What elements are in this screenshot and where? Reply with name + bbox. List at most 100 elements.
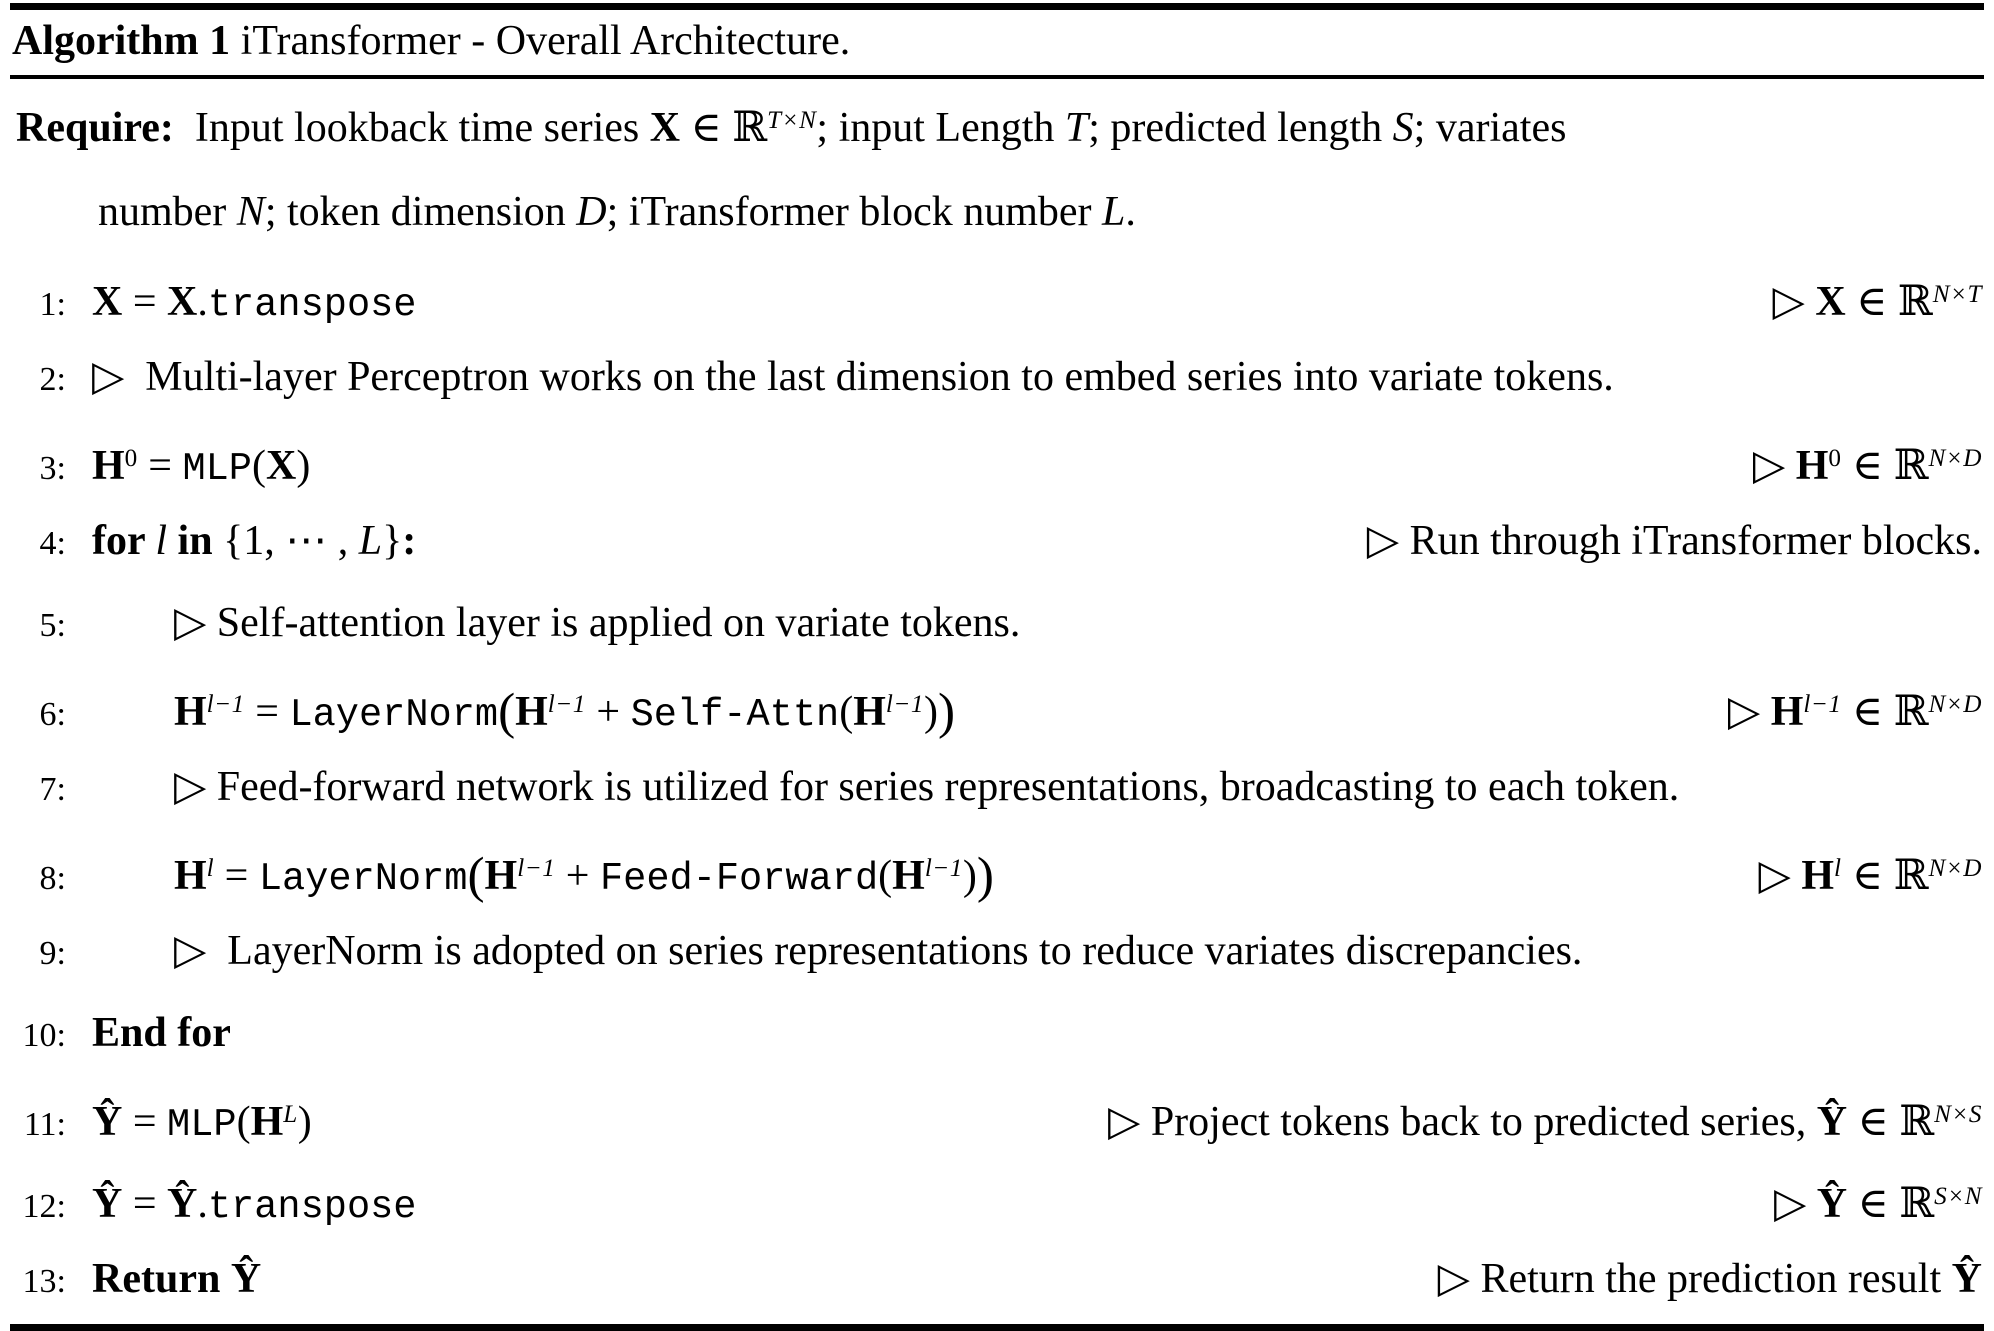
- text-segment: LayerNorm: [258, 857, 468, 902]
- line-code: ▷ Feed-forward network is utilized for s…: [66, 746, 1679, 828]
- text-segment: ; variates: [1413, 105, 1567, 152]
- text-segment: H: [1770, 689, 1804, 736]
- text-segment: H: [174, 689, 207, 736]
- text-segment: .: [197, 279, 208, 326]
- text-segment: Ŷ: [92, 1099, 123, 1146]
- text-segment: N×T: [1932, 281, 1982, 309]
- algorithm-line: 12:Ŷ = Ŷ.transpose▷ Ŷ ∈ ℝS×N: [10, 1156, 1984, 1238]
- text-segment: ∈ ℝ: [1841, 443, 1929, 490]
- text-segment: ∈ ℝ: [1847, 1181, 1935, 1228]
- text-segment: X: [649, 105, 681, 152]
- algorithm-title: Algorithm 1 iTransformer - Overall Archi…: [10, 10, 1984, 75]
- text-segment: .: [197, 1181, 208, 1228]
- text-segment: Ŷ: [1816, 1181, 1848, 1228]
- text-segment: H: [853, 689, 886, 736]
- line-code: Ŷ = MLP(HL): [66, 1074, 312, 1166]
- text-segment: l: [1834, 855, 1842, 883]
- line-number: 2:: [39, 361, 66, 399]
- text-segment: l−1: [206, 691, 245, 719]
- text-segment: transpose: [207, 283, 417, 328]
- line-comment: ▷ Return the prediction result Ŷ: [1438, 1238, 1984, 1320]
- line-code: ▷ Self-attention layer is applied on var…: [66, 582, 1020, 664]
- line-comment: ▷ Run through iTransformer blocks.: [1367, 500, 1984, 582]
- algorithm-line: 7:▷ Feed-forward network is utilized for…: [10, 746, 1984, 828]
- text-segment: H: [484, 853, 518, 900]
- bottom-rule: [10, 1324, 1984, 1331]
- text-segment: ▷ Project tokens back to predicted serie…: [1108, 1099, 1817, 1146]
- text-segment: ): [297, 1099, 312, 1146]
- line-number: 5:: [39, 607, 66, 645]
- text-segment: Ŷ: [92, 1181, 123, 1228]
- text-segment: T×N: [767, 107, 817, 134]
- text-segment: L: [1102, 189, 1126, 236]
- text-segment: ; predicted length: [1088, 105, 1393, 152]
- text-segment: ▷ LayerNorm is adopted on series represe…: [174, 928, 1583, 975]
- text-segment: +: [585, 689, 631, 736]
- text-segment: H: [515, 689, 548, 736]
- algorithm-line: 4:for l in {1, ⋯ , L}:▷ Run through iTra…: [10, 500, 1984, 582]
- text-segment: ): [937, 683, 956, 741]
- algorithm-line: 3:H0 = MLP(X)▷ H0 ∈ ℝN×D: [10, 418, 1984, 500]
- line-code: End for: [66, 992, 231, 1074]
- algorithm-line: 13:Return Ŷ▷ Return the prediction resul…: [10, 1238, 1984, 1320]
- text-segment: H: [892, 853, 925, 900]
- text-segment: H: [174, 853, 207, 900]
- text-segment: ∈ ℝ: [1841, 853, 1929, 900]
- text-segment: ): [976, 847, 994, 905]
- text-segment: Ŷ: [167, 1181, 198, 1228]
- algorithm-title-text: iTransformer - Overall Architecture.: [230, 18, 851, 64]
- text-segment: N×D: [1928, 445, 1982, 473]
- text-segment: N×D: [1928, 855, 1982, 883]
- text-segment: ▷ Feed-forward network is utilized for s…: [174, 764, 1680, 811]
- text-segment: N: [236, 189, 265, 236]
- text-segment: l−1: [885, 691, 924, 719]
- line-code: Hl = LayerNorm(Hl−1 + Feed-Forward(Hl−1)…: [66, 828, 994, 920]
- line-number: 3:: [39, 450, 66, 488]
- line-number: 13:: [22, 1263, 66, 1301]
- line-number: 6:: [39, 696, 66, 734]
- text-segment: (: [839, 689, 854, 736]
- text-segment: ▷ Multi-layer Perceptron works on the la…: [92, 354, 1614, 401]
- line-code: ▷ Multi-layer Perceptron works on the la…: [66, 336, 1614, 418]
- text-segment: Ŷ: [1951, 1256, 1982, 1303]
- text-segment: L: [358, 518, 383, 565]
- text-segment: Input lookback time series: [173, 105, 650, 152]
- text-segment: H: [1801, 853, 1834, 900]
- line-code: H0 = MLP(X): [66, 418, 310, 510]
- text-segment: H: [1795, 443, 1829, 490]
- algorithm-label: Algorithm 1: [12, 18, 231, 64]
- text-segment: T: [1064, 105, 1089, 152]
- line-code: Hl−1 = LayerNorm(Hl−1 + Self-Attn(Hl−1)): [66, 664, 955, 756]
- text-segment: ∈ ℝ: [1845, 279, 1933, 326]
- line-code: X = X.transpose: [66, 261, 416, 346]
- line-number: 1:: [39, 286, 66, 324]
- text-segment: l: [206, 855, 215, 883]
- text-segment: for: [92, 518, 156, 565]
- text-segment: MLP: [182, 447, 252, 492]
- require-line: number N; token dimension D; iTransforme…: [10, 170, 1984, 254]
- title-rule: [10, 75, 1984, 79]
- algorithm-line: 8:Hl = LayerNorm(Hl−1 + Feed-Forward(Hl−…: [10, 828, 1984, 910]
- text-segment: ▷ Return the prediction result: [1437, 1256, 1952, 1303]
- line-code: ▷ LayerNorm is adopted on series represe…: [66, 910, 1582, 992]
- require-line: Require: Input lookback time series X ∈ …: [10, 79, 1984, 170]
- algorithm-line: 11:Ŷ = MLP(HL)▷ Project tokens back to p…: [10, 1074, 1984, 1156]
- text-segment: (: [467, 847, 485, 905]
- algorithm-line: 6:Hl−1 = LayerNorm(Hl−1 + Self-Attn(Hl−1…: [10, 664, 1984, 746]
- line-comment: ▷ Ŷ ∈ ℝS×N: [1774, 1156, 1984, 1245]
- text-segment: ∈ ℝ: [680, 105, 768, 152]
- text-segment: S×N: [1934, 1183, 1982, 1211]
- text-segment: S: [1392, 105, 1414, 152]
- text-segment: X: [167, 279, 198, 326]
- algorithm-figure: Algorithm 1 iTransformer - Overall Archi…: [0, 3, 1994, 1331]
- line-comment: ▷ Project tokens back to predicted serie…: [1108, 1074, 1984, 1163]
- text-segment: ): [923, 689, 938, 736]
- text-segment: D: [576, 189, 607, 236]
- algorithm-line: 9:▷ LayerNorm is adopted on series repre…: [10, 910, 1984, 992]
- text-segment: =: [137, 443, 183, 490]
- text-segment: ▷: [1727, 689, 1771, 736]
- text-segment: H: [250, 1099, 284, 1146]
- text-segment: X: [1815, 279, 1846, 326]
- text-segment: number: [98, 189, 237, 236]
- text-segment: =: [122, 1099, 168, 1146]
